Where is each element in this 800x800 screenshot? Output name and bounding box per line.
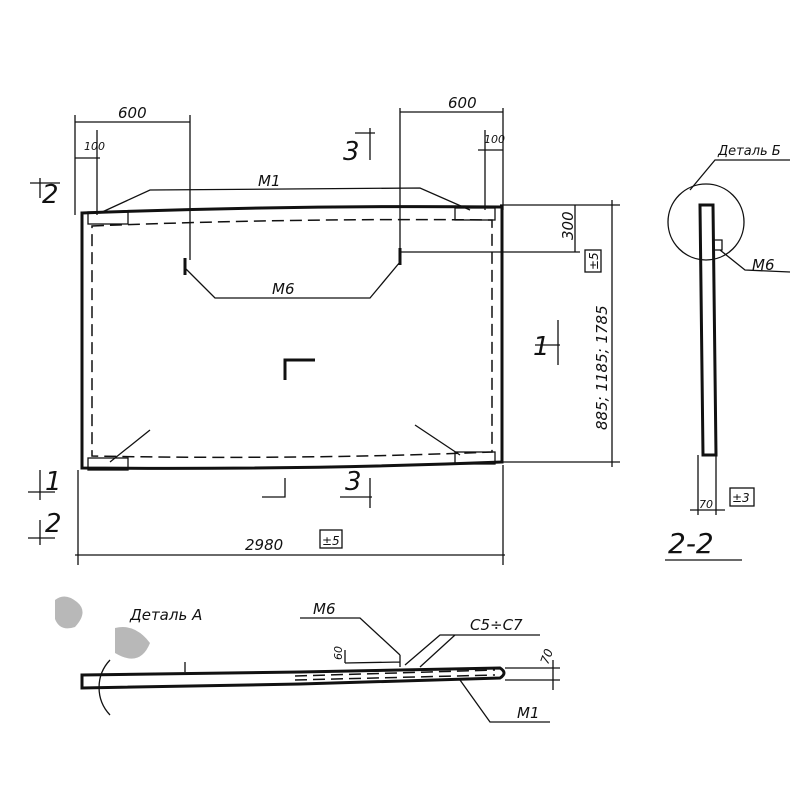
dim-70-bottom: 70 [538, 647, 557, 666]
g-mark [283, 358, 315, 380]
tolerance-5-bottom: ±5 [322, 534, 340, 548]
dim-100-right: 100 [484, 133, 505, 146]
lifting-loop-bl [87, 457, 129, 471]
lifting-loop-tl [87, 211, 129, 225]
detail-a-label: Деталь А [129, 606, 202, 624]
dim-600-left: 600 [118, 104, 147, 122]
smudge [55, 596, 150, 659]
dim-300: 300 [559, 211, 577, 240]
dim-2980: 2980 [245, 536, 283, 554]
label-m1-bottom: M1 [517, 704, 540, 722]
panel-outline [80, 205, 504, 470]
dim-100-left: 100 [84, 140, 105, 153]
label-m6-section: M6 [752, 256, 775, 274]
section-mark-1-right: 1 [533, 332, 550, 362]
section-mark-1-left: 1 [45, 467, 62, 497]
dim-60: 60 [332, 646, 345, 660]
tolerance-3: ±3 [732, 491, 750, 505]
panel-plan: 600 600 100 100 M1 M6 300 ±5 885; 1185; … [28, 94, 620, 565]
label-m6: M6 [272, 280, 295, 298]
lifting-loop-br [454, 451, 496, 465]
reinforcement-dashed [91, 218, 493, 459]
section-title-2-2: 2-2 [668, 527, 714, 560]
section-mark-2-left: 2 [45, 509, 62, 539]
label-m6-bottom: M6 [313, 600, 336, 618]
section-mark-2-top: 2 [42, 180, 59, 210]
label-m1: M1 [258, 172, 281, 190]
dim-600-right: 600 [448, 94, 477, 112]
section-2-2: Деталь Б M6 70 ±3 2-2 [665, 144, 791, 561]
m6-leader [184, 261, 401, 299]
detail-b-label: Деталь Б [717, 144, 781, 159]
label-c5-c7: C5÷C7 [470, 616, 523, 634]
section-mark-3-top: 3 [343, 137, 360, 167]
tolerance-5-right: ±5 [587, 252, 601, 270]
section-mark-3-bottom: 3 [345, 467, 362, 497]
m1-leader [99, 187, 471, 214]
dim-height: 885; 1185; 1785 [593, 305, 611, 430]
lifting-loop-tr [454, 207, 496, 221]
dim-70-section: 70 [699, 498, 713, 511]
longitudinal-section: Деталь А M6 C5÷C7 60 70 M1 [55, 596, 560, 723]
